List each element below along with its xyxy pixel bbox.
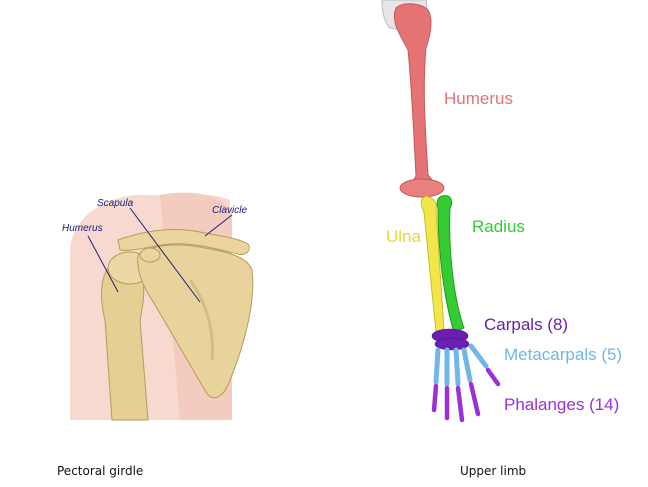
scapula-bone <box>137 244 254 399</box>
label-clavicle: Clavicle <box>212 205 247 216</box>
label-leaders <box>87 207 233 303</box>
clavicle-leader <box>204 214 233 237</box>
label-scapula: Scapula <box>97 198 134 209</box>
label-humerus: Humerus <box>62 223 103 234</box>
metacarpals-group <box>433 343 489 387</box>
phalanx-3 <box>455 385 465 423</box>
metacarpal-1 <box>433 347 441 385</box>
caption-upper-limb: Upper limb <box>460 464 527 478</box>
scapula-leader <box>129 207 201 303</box>
carpal-row-2 <box>434 337 470 351</box>
scapula-ridge <box>188 279 215 361</box>
phalanges-group <box>431 367 501 423</box>
pectoral-girdle-panel: Scapula Clavicle Humerus Pectoral girdle <box>57 192 254 478</box>
label-humerus-right: Humerus <box>444 89 513 108</box>
label-ulna: Ulna <box>386 227 422 246</box>
upper-limb-panel: Humerus Ulna Radius Carpals (8) Metacarp… <box>330 0 648 487</box>
label-carpals: Carpals (8) <box>484 315 568 334</box>
metacarpal-5 <box>468 343 489 369</box>
pectoral-girdle-illustration: Scapula Clavicle Humerus <box>62 192 254 421</box>
label-phalanges: Phalanges (14) <box>504 395 619 414</box>
phalanx-1 <box>431 383 439 413</box>
metacarpal-3 <box>453 347 461 387</box>
humerus-leader <box>87 235 119 293</box>
phalanx-4 <box>468 381 481 417</box>
label-radius: Radius <box>472 217 525 236</box>
carpals-group <box>431 328 470 351</box>
caption-pectoral-girdle: Pectoral girdle <box>57 464 144 478</box>
humerus-condyle <box>399 178 445 198</box>
metacarpal-4 <box>461 347 473 383</box>
upper-limb-illustration: Humerus Ulna Radius Carpals (8) Metacarp… <box>381 0 622 423</box>
label-metacarpals: Metacarpals (5) <box>504 345 622 364</box>
phalanx-5 <box>485 367 501 387</box>
humerus-upper-limb <box>394 3 437 197</box>
acromion <box>139 247 161 263</box>
